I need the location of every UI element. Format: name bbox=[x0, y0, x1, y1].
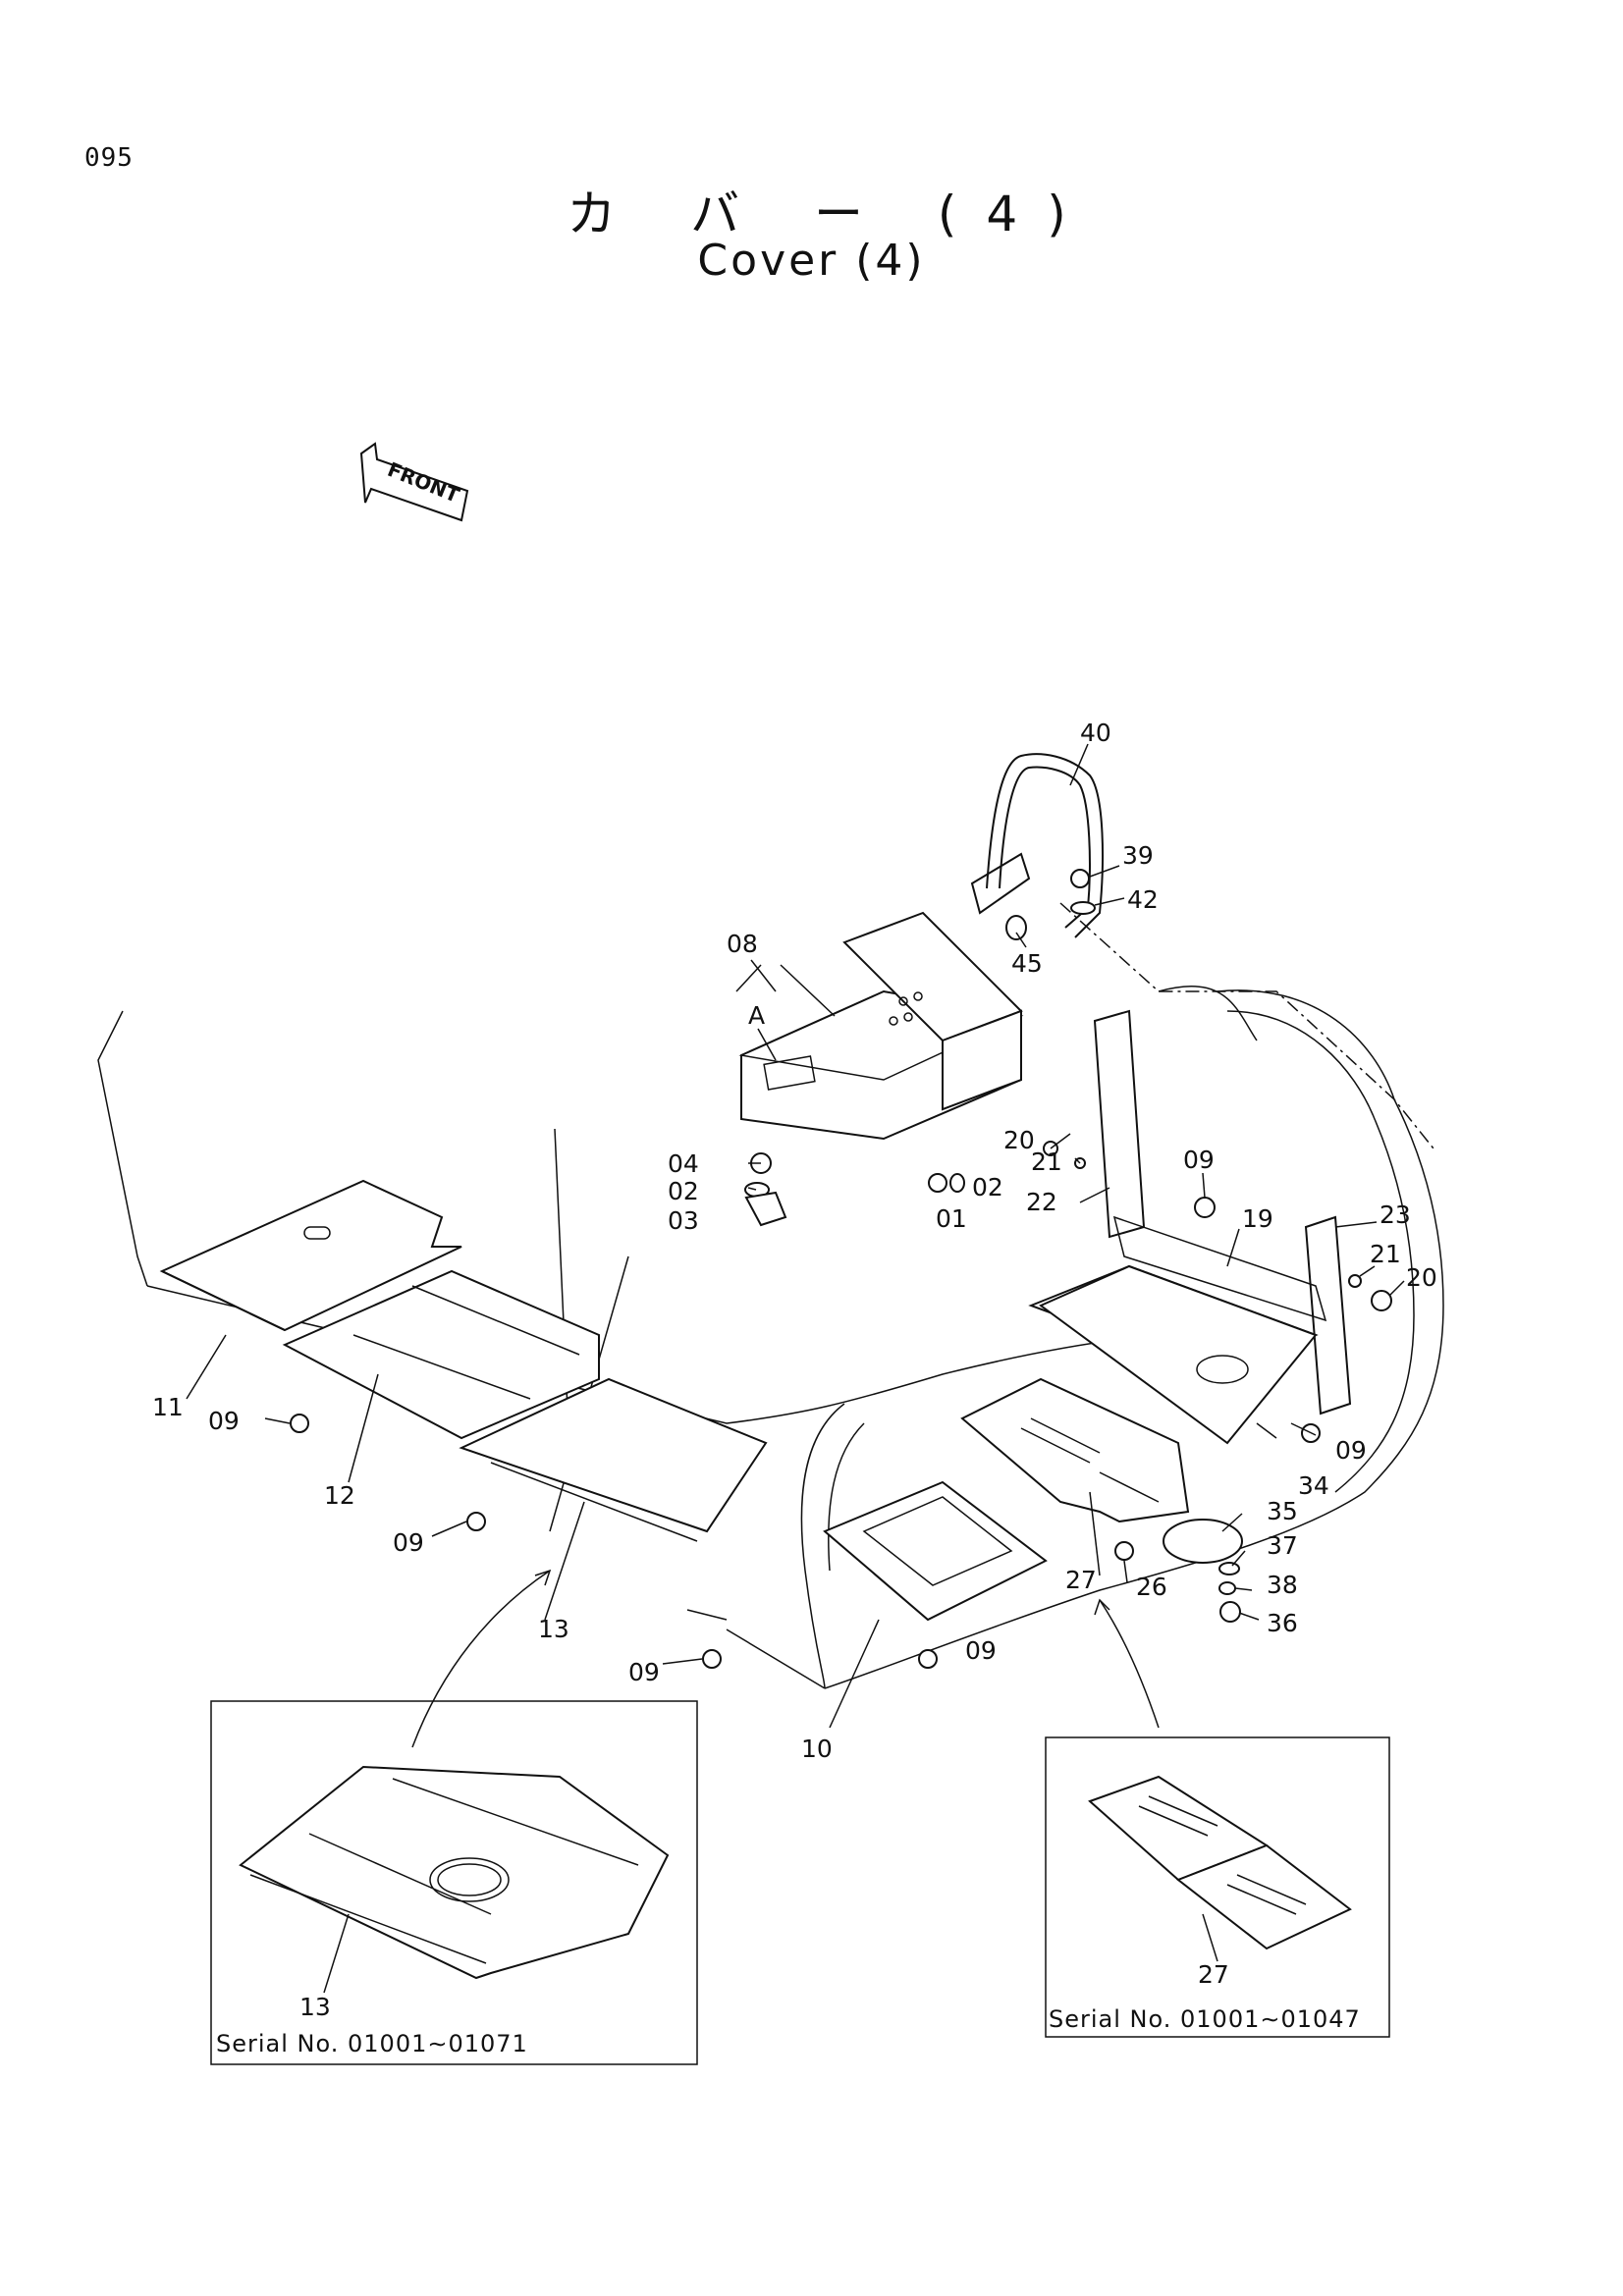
callout-22: 22 bbox=[1026, 1188, 1057, 1216]
inset-1-serial: Serial No. 01001∼01071 bbox=[216, 2030, 528, 2057]
page-number: 095 bbox=[84, 143, 134, 173]
callout-36: 36 bbox=[1267, 1609, 1298, 1637]
page-title-japanese: カ バ ー (4) bbox=[567, 186, 1096, 242]
callout-09b: 09 bbox=[208, 1407, 240, 1435]
front-arrow-icon: FRONT bbox=[359, 442, 469, 522]
callout-27: 27 bbox=[1065, 1566, 1097, 1594]
callout-08: 08 bbox=[727, 930, 758, 958]
callout-12: 12 bbox=[324, 1481, 355, 1510]
callout-37: 37 bbox=[1267, 1531, 1298, 1560]
callout-02b: 02 bbox=[972, 1173, 1003, 1201]
inset-1-part-label: 13 bbox=[299, 1993, 331, 2021]
leader-lines bbox=[186, 743, 1405, 1748]
callout-04: 04 bbox=[668, 1149, 699, 1178]
callout-40: 40 bbox=[1080, 719, 1111, 747]
floor-plate-12 bbox=[282, 1269, 600, 1440]
callout-09f: 09 bbox=[1335, 1436, 1367, 1465]
callout-09c: 09 bbox=[393, 1528, 424, 1557]
inset-2-serial: Serial No. 01001∼01047 bbox=[1049, 2005, 1361, 2033]
inset-panel-13: 13 Serial No. 01001∼01071 bbox=[210, 1700, 698, 2065]
bolt-icon bbox=[290, 869, 1392, 1669]
callout-13: 13 bbox=[538, 1615, 569, 1643]
plate-10 bbox=[823, 1480, 1048, 1622]
seat-stand-08 bbox=[738, 911, 1024, 1141]
plate-27 bbox=[960, 1377, 1190, 1523]
inset-2-part-label: 27 bbox=[1198, 1960, 1229, 1989]
callout-10: 10 bbox=[801, 1735, 833, 1763]
callout-39: 39 bbox=[1122, 841, 1154, 870]
callout-19: 19 bbox=[1242, 1204, 1273, 1233]
callout-35: 35 bbox=[1267, 1497, 1298, 1525]
callout-03: 03 bbox=[668, 1206, 699, 1235]
callout-45: 45 bbox=[1011, 949, 1043, 978]
plate-34 bbox=[1039, 1264, 1318, 1445]
callout-34: 34 bbox=[1298, 1471, 1329, 1500]
callout-02: 02 bbox=[668, 1177, 699, 1205]
callout-labels: 40 39 42 45 08 A 04 02 03 01 02 20 21 22… bbox=[152, 719, 1437, 1763]
floor-plate-11 bbox=[159, 1179, 462, 1332]
cover-plate-35 bbox=[1163, 1519, 1243, 1564]
callout-a: A bbox=[748, 1001, 765, 1030]
callout-26: 26 bbox=[1136, 1573, 1167, 1601]
inset-panel-27: 27 Serial No. 01001∼01047 bbox=[1045, 1736, 1390, 2038]
callout-11: 11 bbox=[152, 1393, 184, 1421]
callout-23: 23 bbox=[1380, 1201, 1411, 1229]
page-title-english: Cover (4) bbox=[697, 236, 926, 286]
callout-20: 20 bbox=[1003, 1126, 1035, 1154]
callout-09e: 09 bbox=[965, 1636, 997, 1665]
floor-plate-13 bbox=[459, 1377, 768, 1542]
callout-42: 42 bbox=[1127, 885, 1159, 914]
callout-09d: 09 bbox=[628, 1658, 660, 1686]
callout-38: 38 bbox=[1267, 1571, 1298, 1599]
callout-01: 01 bbox=[936, 1204, 967, 1233]
handrail-40 bbox=[970, 753, 1104, 938]
callout-20b: 20 bbox=[1406, 1263, 1437, 1292]
callout-21b: 21 bbox=[1370, 1240, 1401, 1268]
callout-21: 21 bbox=[1031, 1148, 1062, 1176]
callout-09: 09 bbox=[1183, 1146, 1215, 1174]
